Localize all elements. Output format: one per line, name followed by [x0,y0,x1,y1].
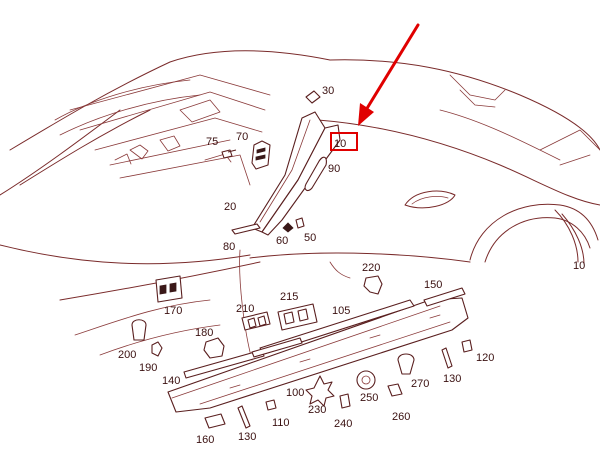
label-170: 170 [164,305,182,317]
part-250-grommet [356,370,376,390]
label-220: 220 [362,262,380,274]
label-100: 100 [286,387,304,399]
label-110: 110 [272,417,290,429]
label-260: 260 [392,411,410,423]
part-80-strip [231,223,261,235]
part-120-clip [461,339,473,353]
label-50: 50 [304,232,316,244]
label-240: 240 [334,418,352,430]
part-180-clip [203,337,225,359]
callout-arrow [364,23,420,112]
label-210: 210 [236,303,254,315]
part-270-push-clip [397,353,415,375]
part-60-clip [282,222,294,233]
part-130-pin-right [441,347,453,369]
part-140-strip [183,349,265,379]
label-270: 270 [411,378,429,390]
part-150-strip [423,287,466,307]
part-130-pin-left [237,405,251,429]
label-20: 20 [224,201,236,213]
part-190-clip [151,341,163,357]
label-10-callout: 10 [334,138,346,150]
part-260-clip [387,383,403,397]
label-180: 180 [195,327,213,339]
part-240-screw [339,393,351,409]
label-250: 250 [360,392,378,404]
label-60: 60 [276,235,288,247]
label-160: 160 [196,434,214,446]
part-170-bracket [155,275,183,303]
label-10-arch: 10 [573,260,585,272]
part-215-bracket [277,303,318,331]
part-50-clip [295,217,305,229]
label-140: 140 [162,375,180,387]
label-150: 150 [424,279,442,291]
part-200-push-clip [131,319,147,341]
label-80: 80 [223,241,235,253]
label-230: 230 [308,404,326,416]
label-215: 215 [280,291,298,303]
label-130-left: 130 [238,431,256,443]
callout-highlight-box [330,132,358,151]
label-120: 120 [476,352,494,364]
callout-annotation [330,23,420,151]
part-220-clip [363,275,383,295]
part-30-cap [305,90,321,104]
part-labels: 30 70 75 10 90 20 80 60 50 220 150 170 2… [118,85,585,446]
label-75: 75 [206,136,218,148]
label-30: 30 [322,85,334,97]
part-110-clip [265,399,277,411]
part-160-clip [204,413,226,429]
part-230-fastener [305,375,335,407]
label-200: 200 [118,349,136,361]
part-70-bracket [251,140,271,170]
label-190: 190 [139,362,157,374]
part-75-screw [221,149,237,159]
part-10-pillar-trim [261,124,341,236]
label-105: 105 [332,305,350,317]
label-130-right: 130 [443,373,461,385]
part-90-seal [304,156,327,192]
label-90: 90 [328,163,340,175]
label-70: 70 [236,131,248,143]
